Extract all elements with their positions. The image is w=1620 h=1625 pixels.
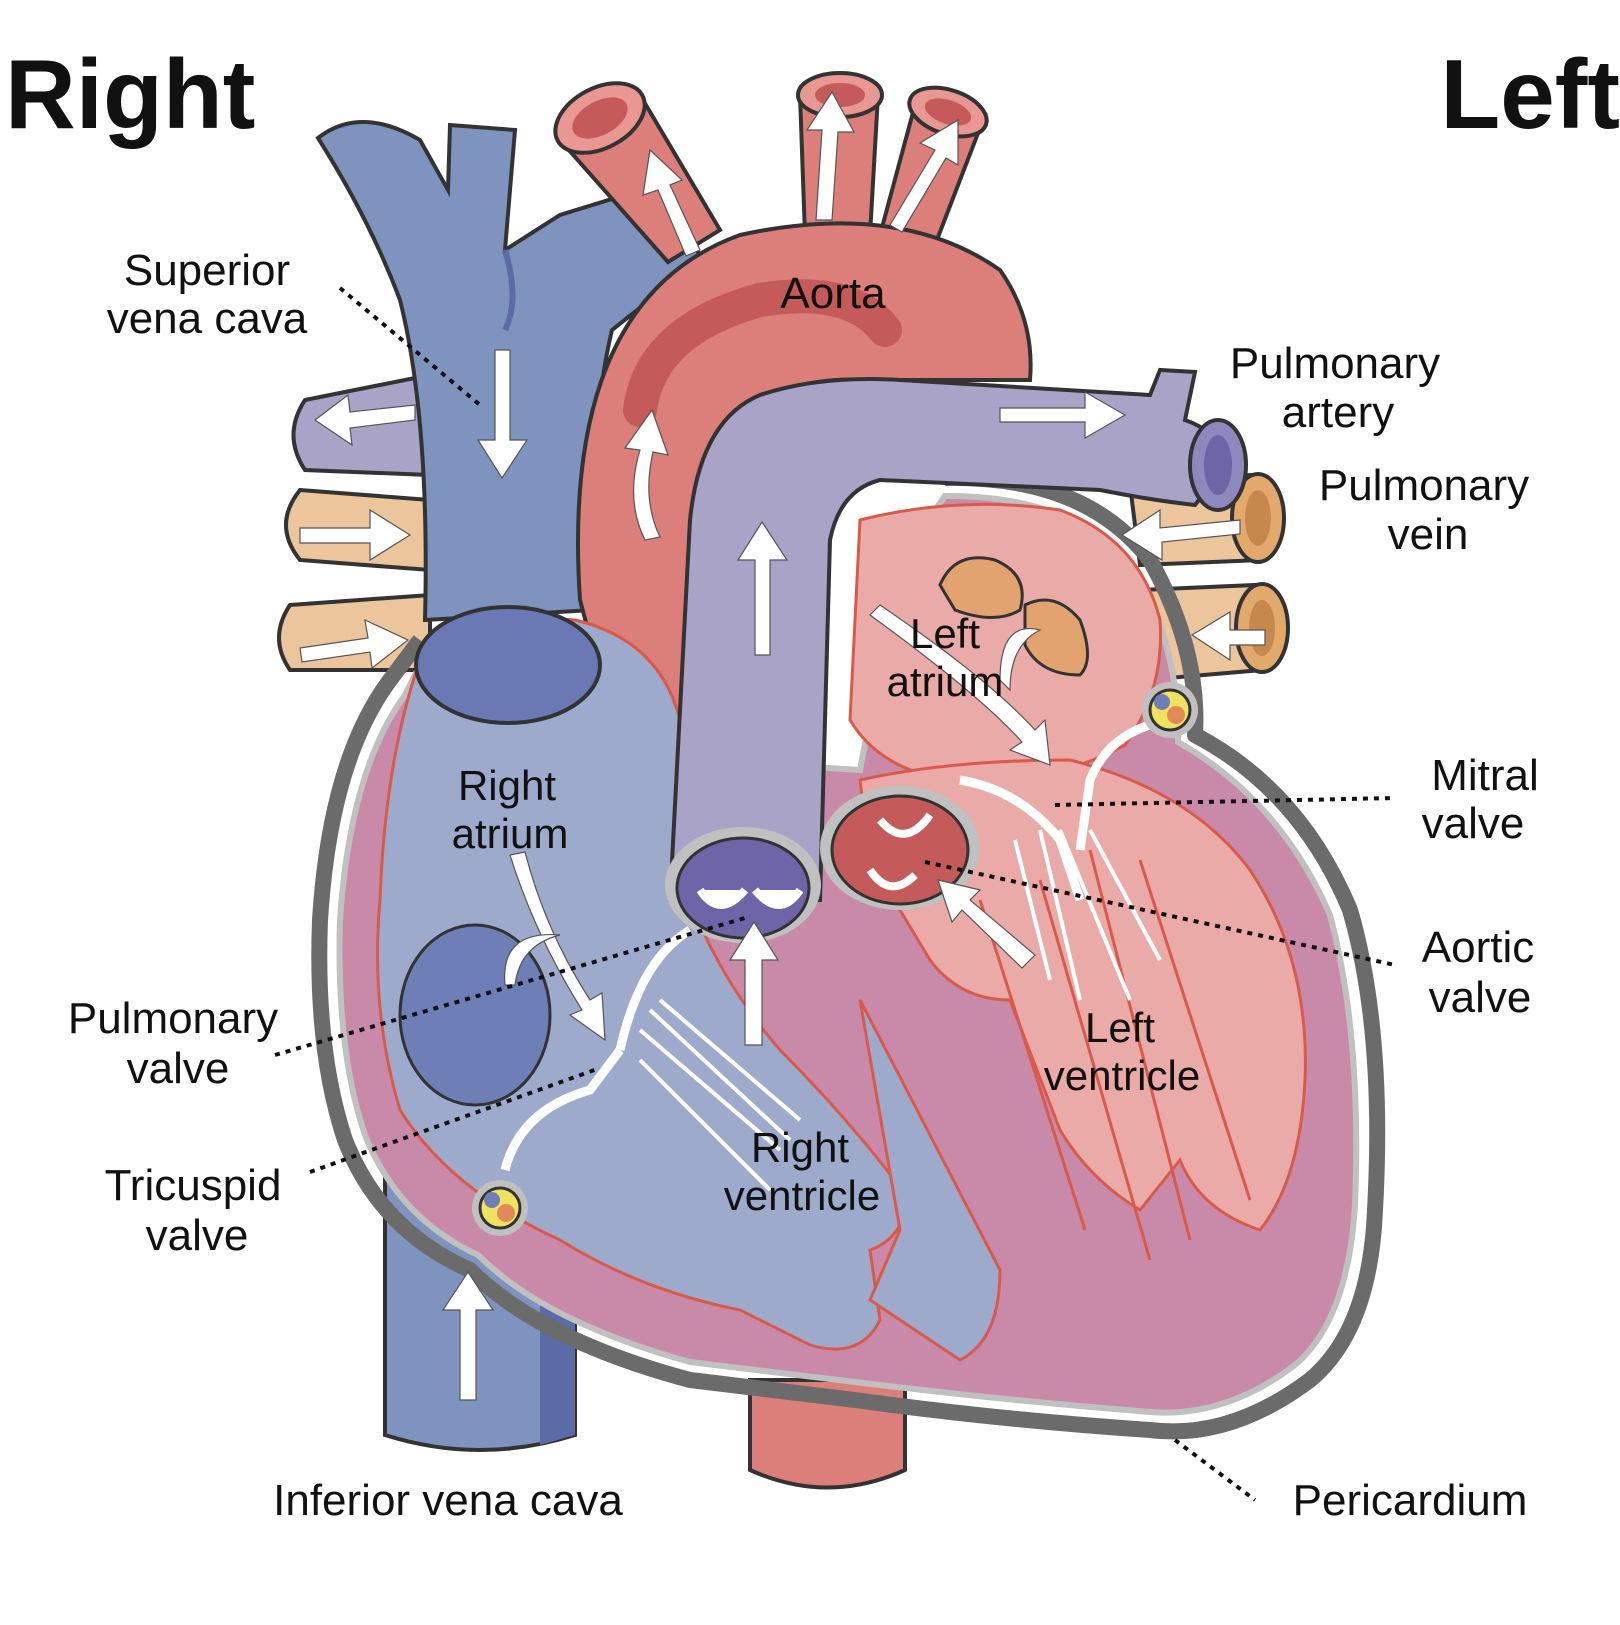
label-mitral-valve-line1: Mitral <box>1431 751 1539 800</box>
label-pulmonary-artery-line1: Pulmonary <box>1230 339 1440 388</box>
coronary-vessel-node-right <box>472 1180 528 1236</box>
label-mitral-valve-line2: valve <box>1422 799 1525 848</box>
label-left-ventricle-line2: ventricle <box>1044 1052 1200 1099</box>
label-right-atrium-line1: Right <box>458 762 556 809</box>
label-right-ventricle-line1: Right <box>751 1124 849 1171</box>
label-right-ventricle-line2: ventricle <box>724 1172 880 1219</box>
label-left-atrium-line1: Left <box>910 610 980 657</box>
label-pulmonary-vein-line2: vein <box>1388 510 1469 559</box>
label-left-atrium-line2: atrium <box>887 658 1004 705</box>
label-pulmonary-artery-line2: artery <box>1282 388 1394 437</box>
pulmonary-valve-shape <box>665 827 821 943</box>
side-label-left: Left <box>1440 39 1620 149</box>
side-label-right: Right <box>5 39 255 149</box>
label-superior-vena-cava-line1: Superior <box>124 246 290 295</box>
label-pulmonary-vein-line1: Pulmonary <box>1319 461 1529 510</box>
label-superior-vena-cava-line2: vena cava <box>107 294 308 343</box>
label-inferior-vena-cava: Inferior vena cava <box>273 1476 623 1525</box>
label-tricuspid-valve-line1: Tricuspid <box>105 1161 282 1210</box>
label-aortic-valve-line1: Aortic <box>1422 923 1534 972</box>
label-left-ventricle-line1: Left <box>1085 1004 1155 1051</box>
label-tricuspid-valve-line2: valve <box>146 1211 249 1260</box>
label-pulmonary-valve-line1: Pulmonary <box>68 994 278 1043</box>
label-aorta: Aorta <box>780 269 886 318</box>
coronary-vessel-node-left <box>1142 682 1198 738</box>
label-aortic-valve-line2: valve <box>1429 973 1532 1022</box>
label-pulmonary-valve-line2: valve <box>127 1044 230 1093</box>
label-pericardium: Pericardium <box>1293 1476 1528 1525</box>
label-right-atrium-line2: atrium <box>452 810 569 857</box>
